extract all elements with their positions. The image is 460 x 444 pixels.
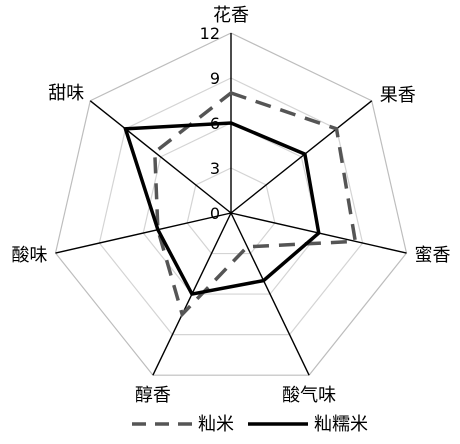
grid-ring-3 xyxy=(186,167,276,255)
spoke-3 xyxy=(230,212,310,376)
axis-label-3: 酸气味 xyxy=(282,385,336,406)
axis-label-5: 酸味 xyxy=(12,245,48,266)
axis-label-1: 果香 xyxy=(380,85,416,106)
spoke-1 xyxy=(230,100,373,214)
tick-label-9: 9 xyxy=(210,69,220,88)
spoke-5 xyxy=(55,212,232,254)
legend-label-1: 籼糯米 xyxy=(314,414,368,435)
axis-label-2: 蜜香 xyxy=(414,245,450,266)
axis-label-4: 醇香 xyxy=(135,385,171,406)
radar-series xyxy=(123,91,358,318)
grid-ring-6 xyxy=(142,122,320,295)
series-line-0 xyxy=(152,91,358,318)
legend-label-0: 籼米 xyxy=(198,414,234,435)
tick-label-0: 0 xyxy=(210,204,220,223)
series-line-1 xyxy=(123,121,321,297)
grid-ring-12 xyxy=(54,32,408,376)
radar-ticks: 0 3 6 9 12 xyxy=(200,24,220,223)
tick-label-3: 3 xyxy=(210,159,220,178)
axis-label-6: 甜味 xyxy=(48,83,84,104)
chart-legend: 籼米 籼糯米 xyxy=(132,414,368,435)
spoke-6 xyxy=(89,100,232,214)
axis-label-0: 花香 xyxy=(213,5,249,26)
tick-label-12: 12 xyxy=(200,24,220,43)
tick-label-6: 6 xyxy=(210,114,220,133)
